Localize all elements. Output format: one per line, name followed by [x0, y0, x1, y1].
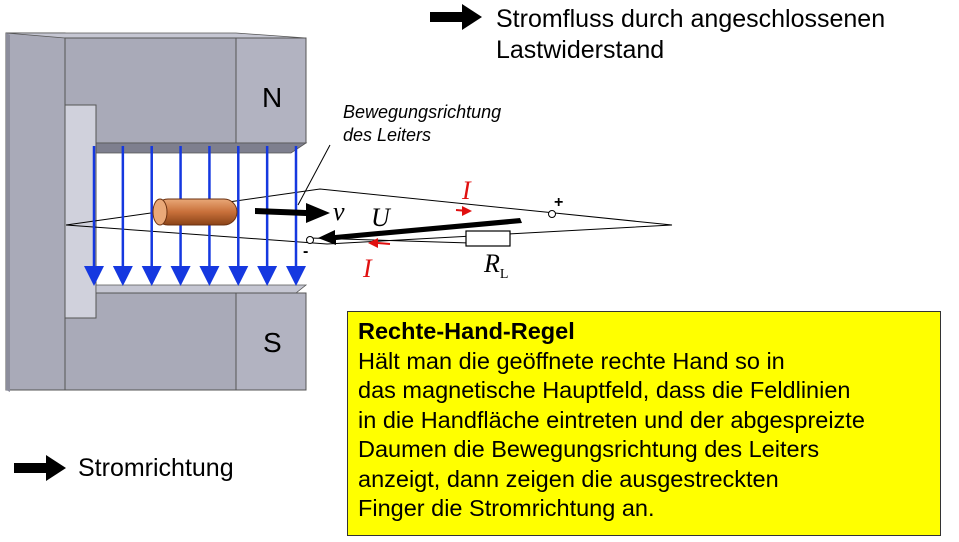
legend-load-current-text: Stromfluss durch angeschlossenen: [496, 5, 886, 33]
current-symbol-bottom: I: [363, 254, 372, 283]
velocity-arrow: [255, 144, 331, 223]
terminal-plus-dot: [548, 210, 556, 218]
resistor-symbol: RL: [484, 249, 508, 283]
legend-load-current: Stromfluss durch angeschlossenen Lastwid…: [428, 4, 885, 66]
motion-label-line2: des Leiters: [343, 125, 432, 145]
terminal-minus-label: -: [303, 243, 309, 260]
terminal-minus-dot: [306, 236, 314, 244]
current-arrow-top: [455, 206, 472, 216]
right-hand-rule-box: Rechte-Hand-Regel Hält man die geöffnete…: [347, 311, 941, 536]
resistor-symbol-letter: R: [484, 249, 500, 278]
load-resistor: [465, 230, 511, 247]
pole-north-label: N: [262, 82, 283, 113]
current-symbol-top: I: [462, 176, 471, 205]
legend-arrow-top: [430, 4, 482, 30]
legend-arrow-bottom: [14, 455, 66, 481]
current-arrow-bottom: [368, 238, 391, 248]
magnet-yoke: [5, 32, 308, 392]
voltage-arrow: [318, 218, 522, 245]
conductor-rod: [152, 198, 238, 226]
terminal-plus-label: +: [554, 194, 564, 211]
velocity-symbol: v: [333, 197, 345, 226]
motion-direction-label: Bewegungsrichtung des Leiters: [343, 101, 501, 147]
voltage-symbol: U: [371, 203, 390, 232]
resistor-symbol-subscript: L: [499, 267, 509, 283]
rule-box-body: Hält man die geöffnete rechte Hand so in…: [358, 347, 865, 522]
legend-load-current-text-2: Lastwiderstand: [496, 36, 665, 64]
pole-south-label: S: [263, 327, 282, 358]
rule-box-title: Rechte-Hand-Regel: [358, 318, 575, 344]
legend-current-direction: Stromrichtung: [14, 453, 234, 484]
legend-current-direction-text: Stromrichtung: [78, 454, 234, 482]
motion-label-line1: Bewegungsrichtung: [343, 102, 502, 122]
